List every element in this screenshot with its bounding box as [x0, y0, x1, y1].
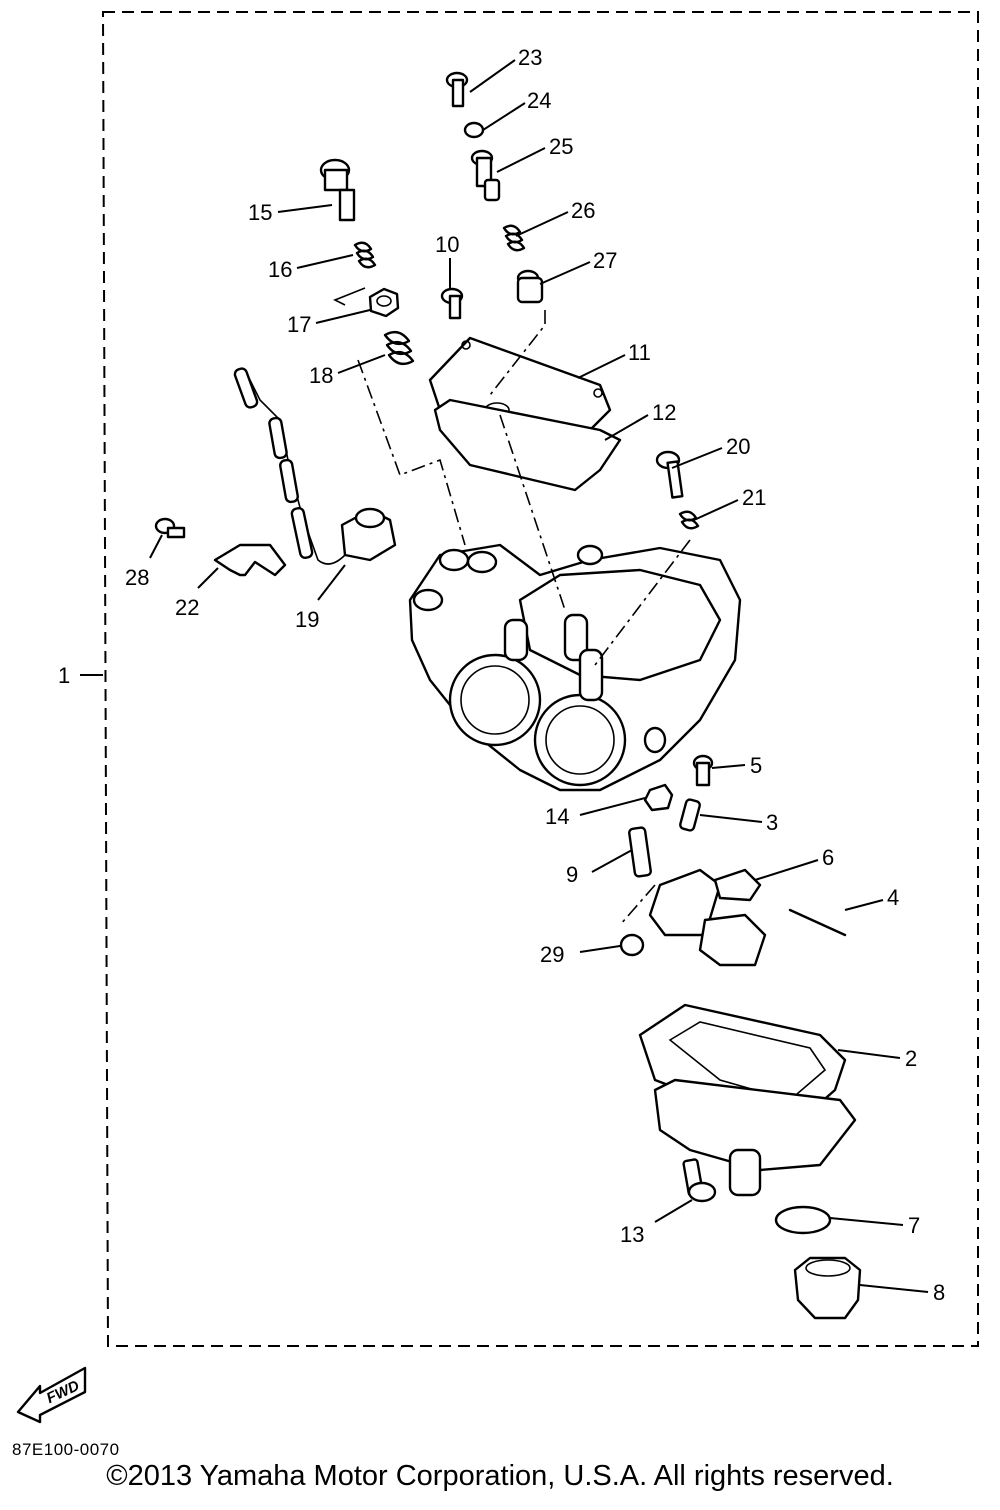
part-3-needle-valve	[679, 798, 701, 832]
part-28-screw	[154, 517, 186, 539]
part-15-screw	[319, 158, 356, 222]
callout-28: 28	[125, 565, 149, 590]
callout-8: 8	[933, 1280, 945, 1305]
alignment-line	[619, 884, 656, 926]
alignment-line	[489, 310, 546, 396]
callout-6: 6	[822, 845, 834, 870]
callout-15: 15	[248, 200, 272, 225]
part-16-spring	[353, 241, 377, 269]
callout-19: 19	[295, 607, 319, 632]
callout-7: 7	[908, 1213, 920, 1238]
callout-3: 3	[766, 810, 778, 835]
alignment-line	[357, 359, 466, 546]
callouts: 23 24 25 26 27 10 15 16 17 18 11 12 20 2…	[125, 45, 945, 1305]
assembly-boundary	[101, 11, 979, 1347]
part-27-cap	[516, 269, 544, 304]
callout-14: 14	[545, 804, 569, 829]
callout-17: 17	[287, 312, 311, 337]
part-6-float	[648, 868, 767, 967]
part-22-bracket	[213, 543, 287, 577]
callout-25: 25	[549, 134, 573, 159]
alignment-line	[499, 414, 566, 611]
callout-16: 16	[268, 257, 292, 282]
carburetor-body	[408, 543, 742, 792]
part-2-float-bowl	[638, 1003, 857, 1197]
callout-24: 24	[527, 88, 551, 113]
diagram-code: 87E100-0070	[12, 1440, 120, 1459]
callout-22: 22	[175, 595, 199, 620]
callout-10: 10	[435, 232, 459, 257]
callout-11: 11	[628, 340, 651, 365]
part-12-gasket	[433, 398, 622, 492]
copyright-notice: ©2013 Yamaha Motor Corporation, U.S.A. A…	[106, 1460, 894, 1492]
part-5-screw	[692, 754, 714, 787]
fwd-arrow-icon: FWD	[16, 1366, 87, 1424]
callout-13: 13	[620, 1222, 644, 1247]
callout-18: 18	[309, 363, 333, 388]
callout-20: 20	[726, 434, 750, 459]
part-7-oring	[774, 1205, 832, 1235]
part-23-screw	[445, 71, 469, 108]
part-20-screw	[655, 450, 684, 499]
callout-9: 9	[566, 862, 578, 887]
callout-23: 23	[518, 45, 542, 70]
part-19-sensor	[233, 367, 397, 565]
part-26-spring	[502, 224, 526, 252]
callout-1: 1	[58, 663, 70, 688]
bracket-line	[333, 287, 366, 306]
part-24-washer	[463, 121, 485, 139]
part-25-fitting	[470, 149, 501, 202]
part-10-screw	[440, 287, 464, 320]
part-13-screw	[682, 1158, 717, 1203]
callout-27: 27	[593, 248, 617, 273]
callout-29: 29	[540, 942, 564, 967]
callout-21: 21	[742, 485, 766, 510]
callout-4: 4	[887, 885, 899, 910]
part-14-jet	[643, 783, 674, 812]
part-9-jet	[628, 826, 652, 878]
part-4-pin	[788, 908, 847, 937]
callout-26: 26	[571, 198, 595, 223]
part-8-plug	[793, 1256, 862, 1320]
part-17-nut	[368, 287, 400, 318]
part-29-cap	[619, 933, 645, 957]
part-18-spring	[383, 330, 415, 366]
callout-2: 2	[905, 1046, 917, 1071]
callout-12: 12	[652, 400, 676, 425]
callout-5: 5	[750, 753, 762, 778]
